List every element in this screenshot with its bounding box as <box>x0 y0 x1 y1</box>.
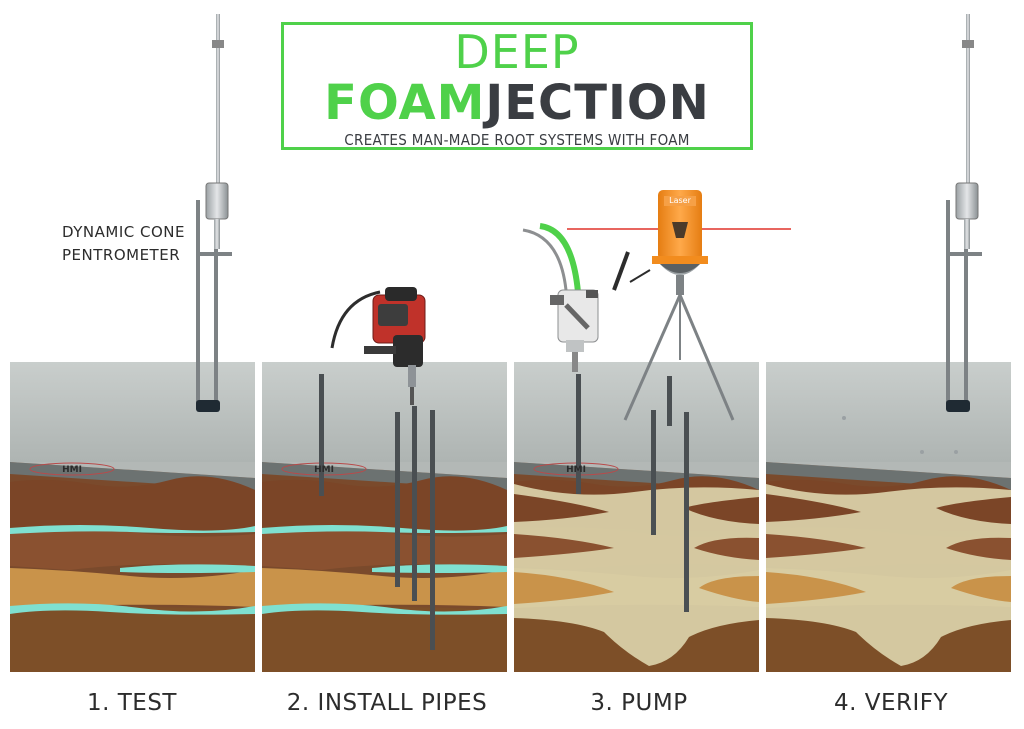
dcp-tool-4 <box>946 14 982 412</box>
step-label-test: 1. TEST <box>87 690 177 716</box>
panel-install <box>262 362 507 672</box>
step-label-install-pipes: 2. INSTALL PIPES <box>286 690 488 716</box>
logo-hmi-2: HMI <box>314 465 334 475</box>
title-foamjection: FOAMJECTION <box>284 79 750 127</box>
dcp-tool-1 <box>196 14 232 412</box>
logo-hmi-3: HMI <box>566 465 586 475</box>
title-jection: JECTION <box>485 75 710 131</box>
hammer-drill-icon <box>330 287 426 405</box>
foam-pump-head-icon <box>522 223 599 372</box>
step-label-pump: 3. PUMP <box>590 690 688 716</box>
panel-verify <box>766 362 1011 672</box>
dcp-line-1: DYNAMIC CONE <box>62 223 185 241</box>
panel-test <box>10 362 255 672</box>
laser-label: Laser <box>669 196 691 205</box>
laser-level-icon <box>567 190 791 421</box>
dcp-annotation: DYNAMIC CONE PENTROMETER <box>62 221 185 267</box>
title-box: DEEP FOAMJECTION CREATES MAN-MADE ROOT S… <box>281 22 753 150</box>
step-label-verify: 4. VERIFY <box>833 690 949 716</box>
panel-pump <box>514 362 759 672</box>
title-deep: DEEP <box>454 25 580 79</box>
logo-hmi-1: HMI <box>62 465 82 475</box>
dcp-line-2: PENTROMETER <box>62 246 181 264</box>
title-foam: FOAM <box>324 75 486 131</box>
title-subtitle: CREATES MAN-MADE ROOT SYSTEMS WITH FOAM <box>344 131 690 149</box>
